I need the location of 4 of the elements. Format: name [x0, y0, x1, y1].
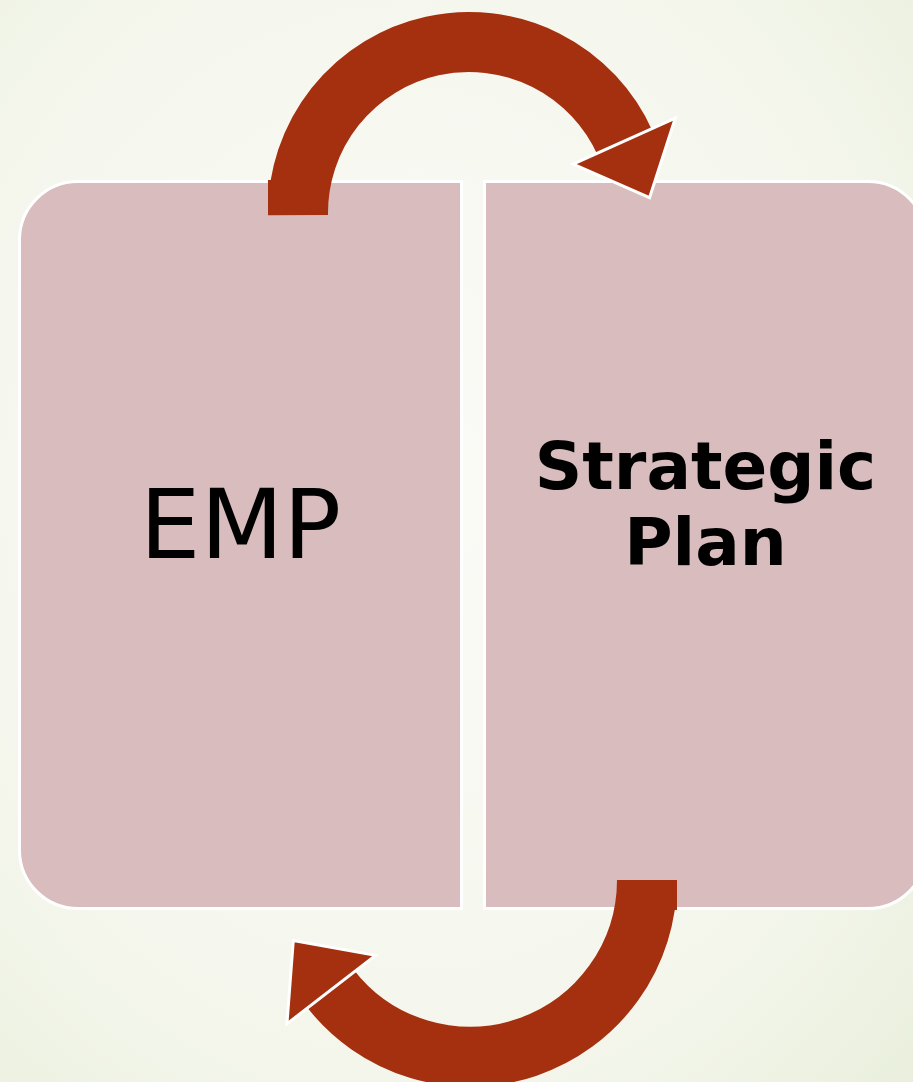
box-label: Strategic Plan: [533, 429, 878, 581]
box-label: EMP: [138, 469, 343, 581]
process-box: [18, 180, 463, 910]
process-box: [483, 180, 913, 910]
